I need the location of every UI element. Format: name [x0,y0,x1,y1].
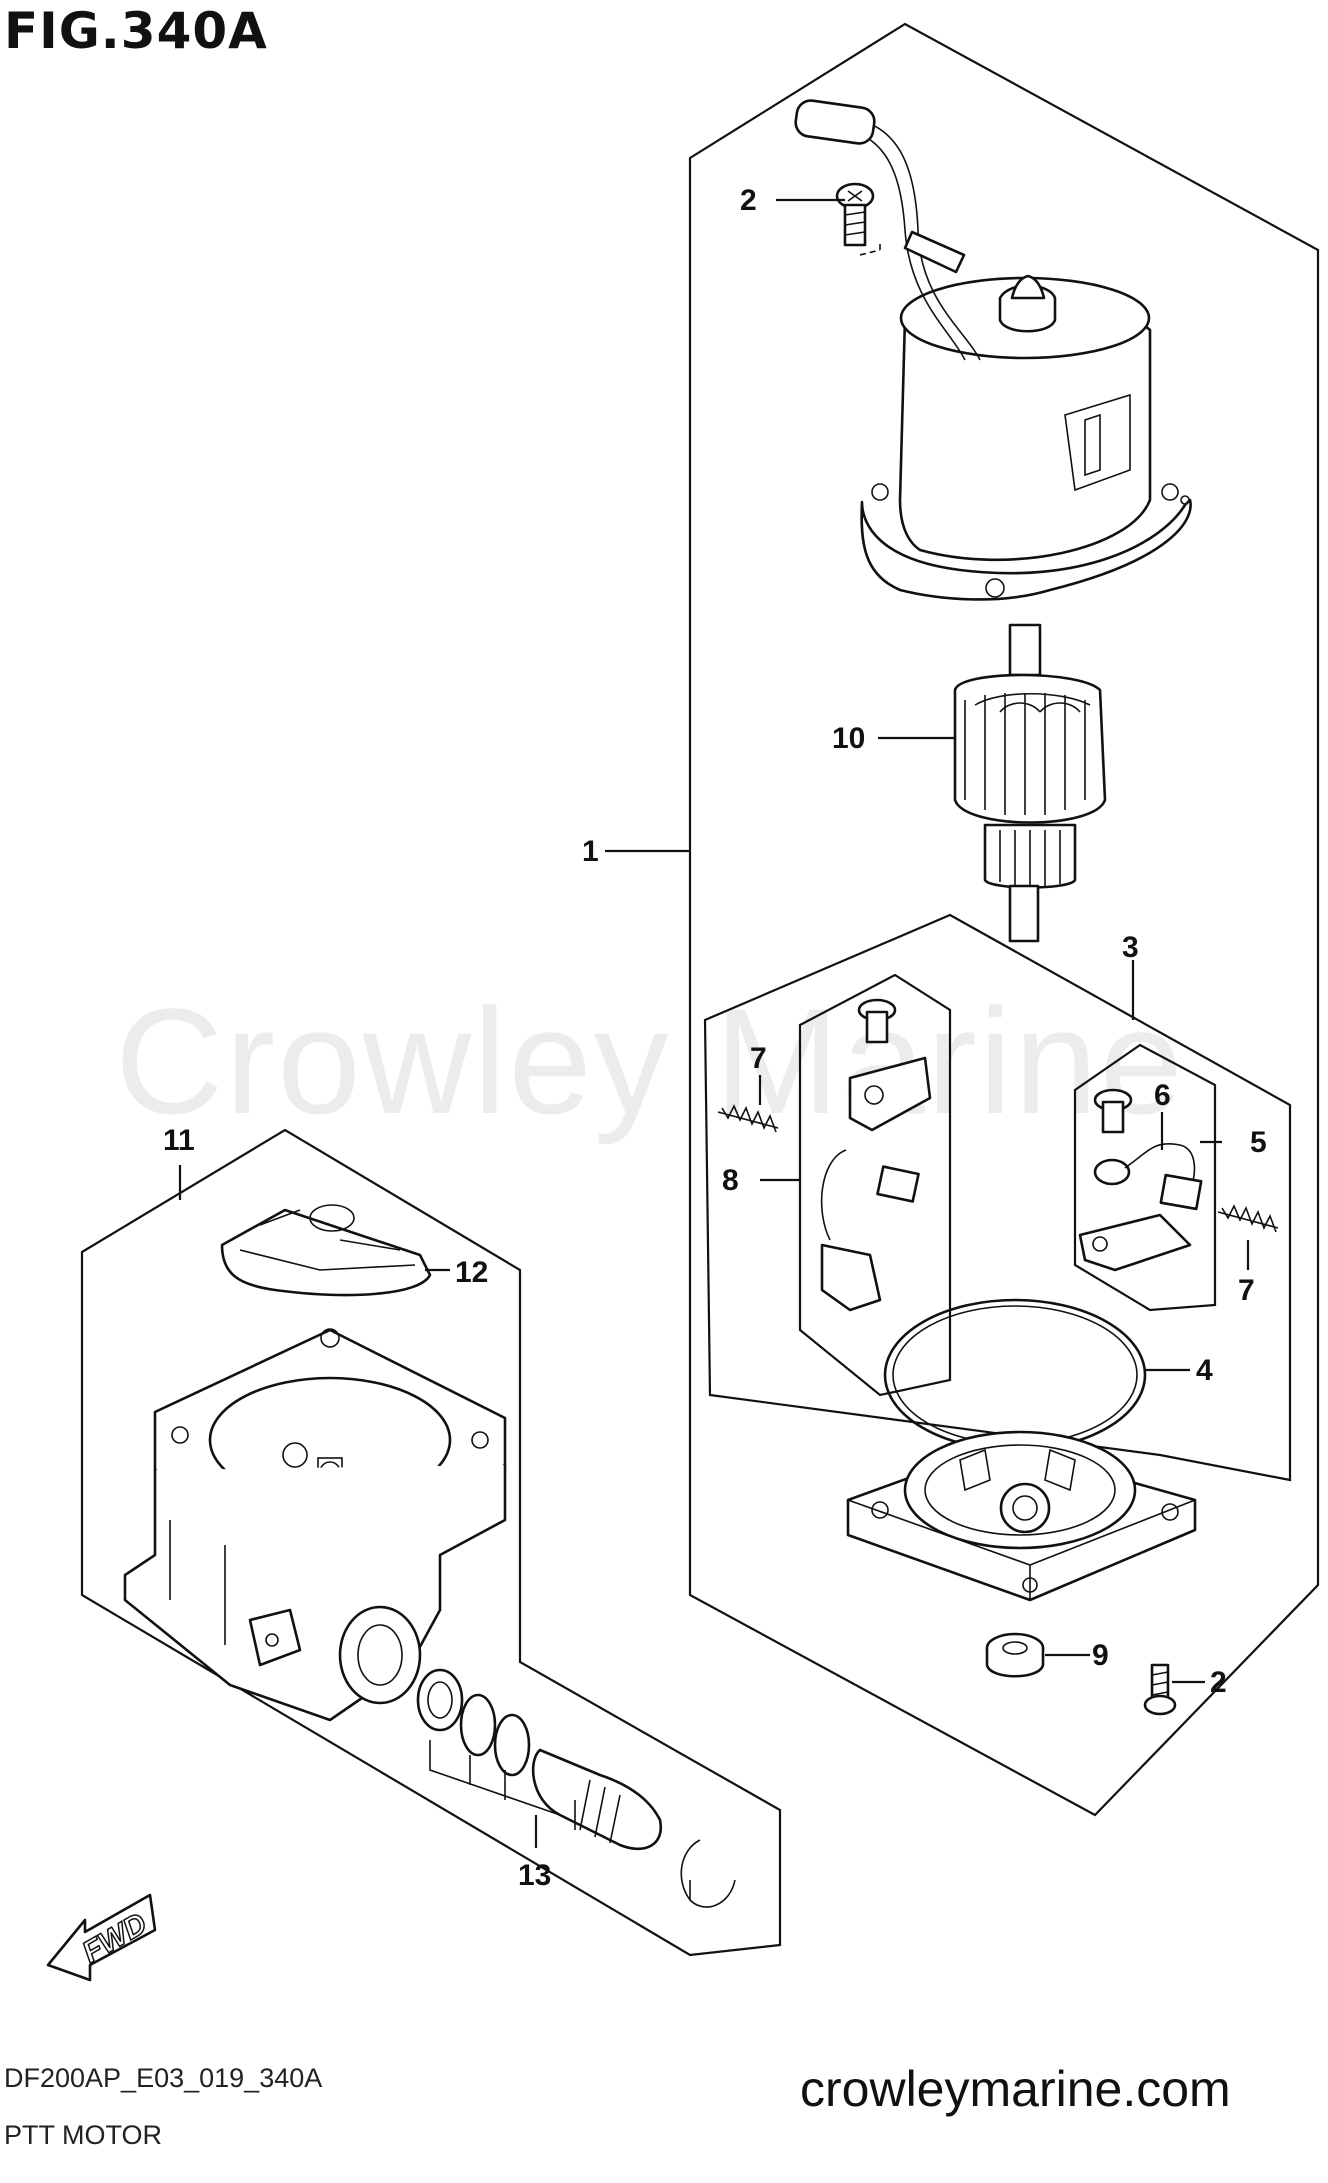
callout-12: 12 [455,1256,488,1289]
callout-8: 8 [722,1164,739,1197]
o-ring [883,1298,1147,1452]
motor-housing [860,274,1192,601]
callout-1: 1 [582,835,599,868]
assembly-11-outline [80,1128,782,1957]
pump-cover-12 [220,1204,432,1297]
callout-2-bottom: 2 [1210,1666,1227,1699]
brush-group-8-outline [798,973,952,1397]
spring-left [717,1104,779,1133]
callout-4: 4 [1196,1354,1213,1387]
spring-right [1217,1204,1279,1233]
motor-end-plate [846,1430,1197,1602]
brush-holder-5-parts [1078,1088,1203,1272]
screw-bottom [1143,1663,1177,1716]
callout-10: 10 [832,722,865,755]
website-url: crowleymarine.com [800,2061,1231,2117]
figure-title: FIG.340A [4,2,268,60]
callout-5: 5 [1250,1126,1267,1159]
valve-parts-13 [416,1668,736,1908]
armature [953,623,1107,943]
assembly-1-outline [688,22,1320,1817]
figure-code: DF200AP_E03_019_340A [4,2063,323,2093]
brush-holder-8-parts [820,998,932,1312]
motor-lead-wire [794,99,981,361]
assembly-3-outline [703,913,1292,1482]
fwd-direction-arrow: FWD [46,1893,157,1982]
callout-7-left: 7 [750,1042,767,1075]
callout-7-right: 7 [1238,1274,1255,1307]
brush-group-5-outline [1073,1043,1217,1312]
pump-body [123,1328,507,1722]
callout-3: 3 [1122,931,1139,964]
figure-name: PTT MOTOR [4,2120,163,2150]
callout-9: 9 [1092,1639,1109,1672]
callout-11: 11 [163,1124,195,1157]
screw-top [835,182,881,256]
callout-13: 13 [518,1859,551,1892]
callout-2-top: 2 [740,184,757,217]
watermark: Crowley Marine [115,977,1185,1145]
callout-6: 6 [1154,1079,1171,1112]
leader-lines [178,198,1250,1848]
seal [985,1632,1045,1678]
